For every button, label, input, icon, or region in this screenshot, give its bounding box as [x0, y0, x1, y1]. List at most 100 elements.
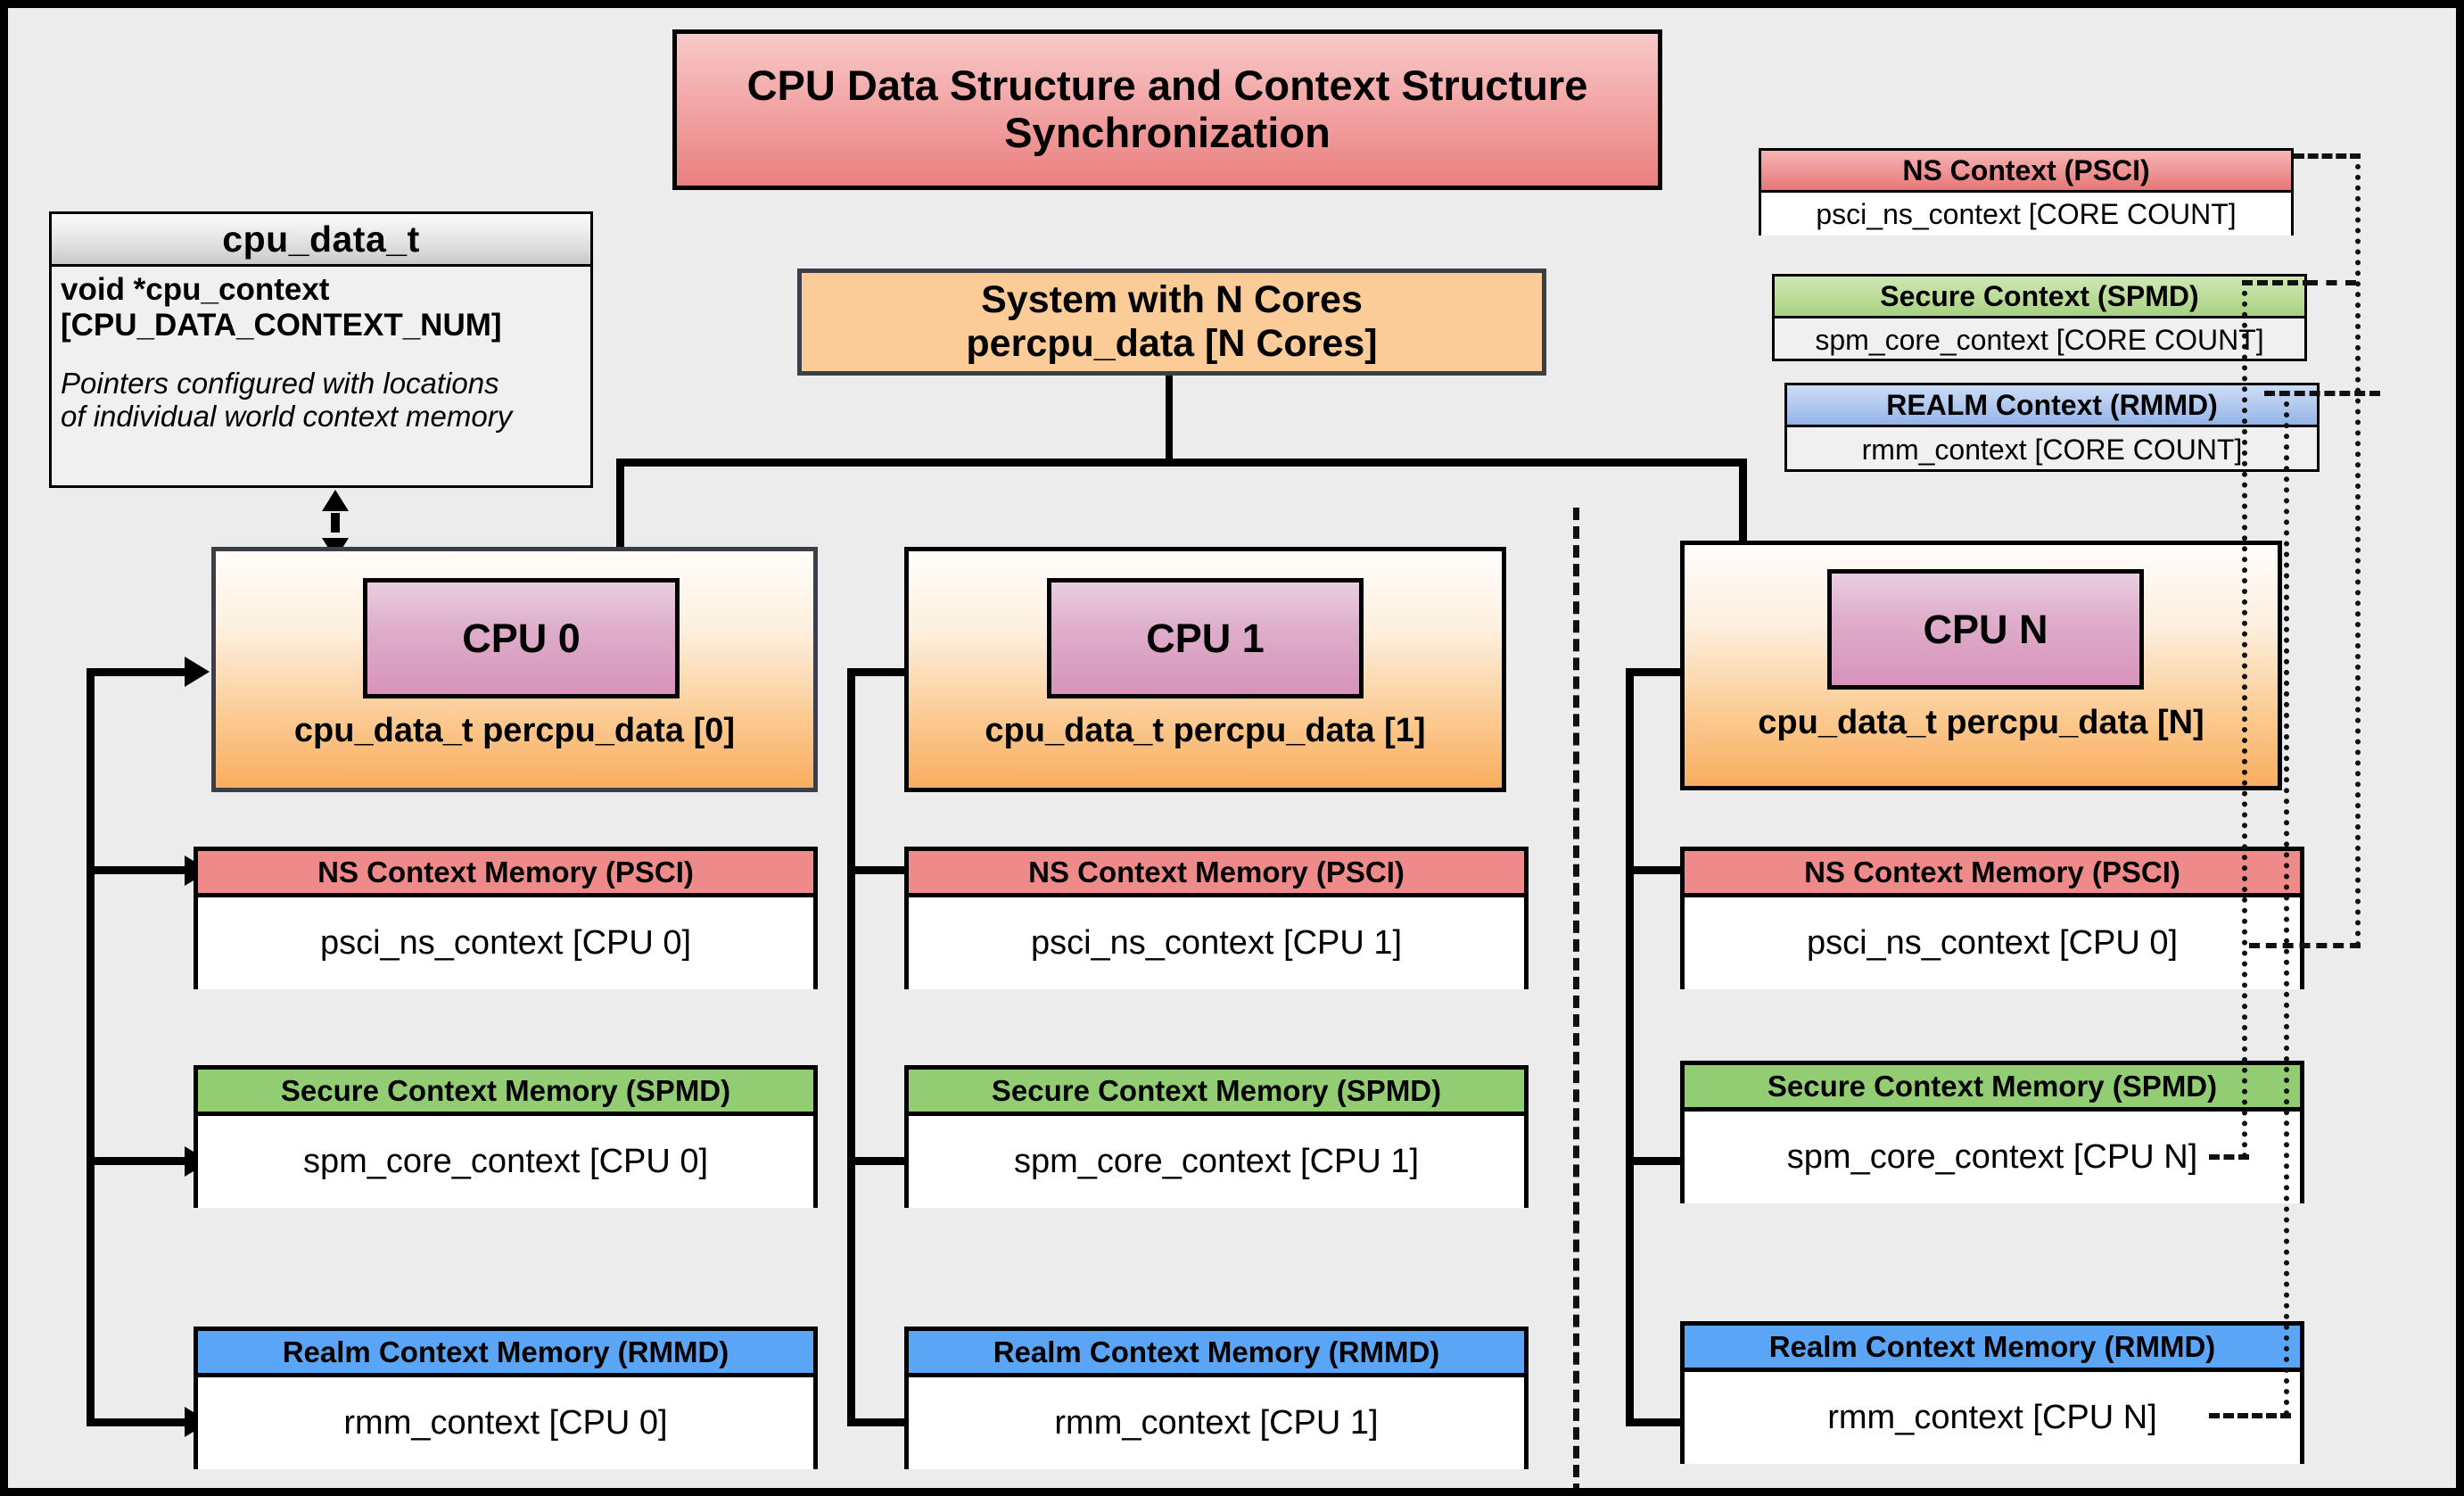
global-context-secure-body: spm_core_context [CORE COUNT] [1775, 318, 2304, 361]
system-box: System with N Cores percpu_data [N Cores… [797, 269, 1546, 376]
cpu-card-1: CPU 1 cpu_data_t percpu_data [1] [904, 547, 1506, 792]
cpun-bus-bottom [1626, 1418, 1697, 1426]
cpu0-context-realm-header: Realm Context Memory (RMMD) [198, 1331, 813, 1377]
cpu1-context-ns-body: psci_ns_context [CPU 1] [909, 897, 1524, 989]
global-context-realm-body: rmm_context [CORE COUNT] [1787, 427, 2317, 472]
global-context-secure: Secure Context (SPMD) spm_core_context [… [1772, 274, 2307, 361]
cpu0-context-ns-body-text: psci_ns_context [CPU 0] [319, 924, 692, 962]
cpun-context-ns-header-text: NS Context Memory (PSCI) [1804, 855, 2180, 889]
cpu1-context-secure-body-text: spm_core_context [CPU 1] [1013, 1143, 1420, 1180]
dashed-link-secure-elbow [2242, 280, 2313, 285]
cpun-context-secure-header-text: Secure Context Memory (SPMD) [1767, 1069, 2218, 1103]
dashed-link-ns-bottom [2249, 943, 2361, 948]
cpu0-context-realm-body: rmm_context [CPU 0] [198, 1377, 813, 1469]
cpu1-context-realm-body: rmm_context [CPU 1] [909, 1377, 1524, 1469]
cpu-data-t-field-index: [CPU_DATA_CONTEXT_NUM] [61, 307, 502, 343]
cpun-context-ns: NS Context Memory (PSCI) psci_ns_context… [1680, 847, 2304, 989]
cpun-context-realm-header: Realm Context Memory (RMMD) [1685, 1326, 2300, 1372]
cpu1-context-ns: NS Context Memory (PSCI) psci_ns_context… [904, 847, 1529, 989]
cpu-data-t-note-line-2: of individual world context memory [61, 400, 513, 434]
cpu1-context-realm-body-text: rmm_context [CPU 1] [1054, 1404, 1379, 1442]
cpu1-arrow-line-secure [847, 1157, 917, 1165]
cpu-data-link-dash [331, 513, 340, 533]
cpu0-context-ns-header-text: NS Context Memory (PSCI) [317, 855, 694, 889]
dashed-link-secure-bottom [2209, 1154, 2249, 1160]
cpu0-context-secure-header: Secure Context Memory (SPMD) [198, 1070, 813, 1116]
cpu1-context-secure-header-text: Secure Context Memory (SPMD) [991, 1073, 1442, 1107]
cpun-bus-top [1626, 668, 1697, 676]
diagram-title: CPU Data Structure and Context Structure… [672, 29, 1662, 190]
cpu1-context-secure-body: spm_core_context [CPU 1] [909, 1116, 1524, 1208]
cpu1-context-realm-header: Realm Context Memory (RMMD) [909, 1331, 1524, 1377]
tree-branch-cpun [1739, 459, 1747, 555]
dashed-link-secure-riser [2242, 280, 2247, 1159]
cpu0-arrow-line-secure [87, 1157, 192, 1165]
global-context-ns-header: NS Context (PSCI) [1761, 151, 2291, 193]
cpu0-context-ns-header: NS Context Memory (PSCI) [198, 851, 813, 897]
cpu0-context-realm-header-text: Realm Context Memory (RMMD) [282, 1335, 729, 1368]
cpu-chip-n: CPU N [1827, 569, 2144, 690]
cpun-bus-vertical [1626, 668, 1634, 1426]
cpu-data-t-field: void *cpu_context [61, 272, 330, 307]
cpu-chip-0: CPU 0 [363, 578, 680, 698]
cpu0-context-realm: Realm Context Memory (RMMD) rmm_context … [194, 1327, 818, 1469]
global-context-secure-body-text: spm_core_context [CORE COUNT] [1815, 323, 2264, 356]
cpu-caption-1: cpu_data_t percpu_data [1] [985, 712, 1426, 749]
diagram-title-text: CPU Data Structure and Context Structure… [746, 62, 1588, 156]
cpu-data-link-arrow-up [322, 490, 349, 511]
cpu1-context-secure: Secure Context Memory (SPMD) spm_core_co… [904, 1065, 1529, 1208]
cpu1-context-realm-header-text: Realm Context Memory (RMMD) [993, 1335, 1440, 1368]
cpun-context-realm-body: rmm_context [CPU N] [1685, 1372, 2300, 1464]
global-context-realm-body-text: rmm_context [CORE COUNT] [1861, 433, 2243, 466]
tree-crossbar [616, 459, 1747, 467]
cpu-caption-0: cpu_data_t percpu_data [0] [293, 712, 736, 749]
global-context-realm-header: REALM Context (RMMD) [1787, 385, 2317, 427]
system-box-line-2: percpu_data [N Cores] [966, 322, 1378, 365]
dashed-link-ns-top [2294, 153, 2361, 159]
system-box-line-1: System with N Cores [981, 277, 1363, 321]
cpun-context-secure-body-text: spm_core_context [CPU N] [1786, 1138, 2198, 1176]
cpun-context-realm: Realm Context Memory (RMMD) rmm_context … [1680, 1321, 2304, 1464]
cpu0-bus-bottom [87, 1418, 194, 1426]
cpu0-context-secure-body-text: spm_core_context [CPU 0] [302, 1143, 709, 1180]
cpu1-bus-top [847, 668, 919, 676]
cpu1-context-ns-header: NS Context Memory (PSCI) [909, 851, 1524, 897]
global-context-ns-header-text: NS Context (PSCI) [1902, 153, 2150, 186]
cpu-caption-n: cpu_data_t percpu_data [N] [1758, 704, 2204, 741]
global-context-ns-body-text: psci_ns_context [CORE COUNT] [1816, 197, 2237, 230]
cpu0-context-ns: NS Context Memory (PSCI) psci_ns_context… [194, 847, 818, 989]
global-context-secure-header-text: Secure Context (SPMD) [1880, 279, 2199, 312]
cpu1-bus-vertical [847, 668, 855, 1426]
cpu-chip-1-label: CPU 1 [1146, 615, 1265, 661]
cpun-context-ns-header: NS Context Memory (PSCI) [1685, 851, 2300, 897]
cpun-context-secure-header: Secure Context Memory (SPMD) [1685, 1065, 2300, 1112]
cpun-context-secure: Secure Context Memory (SPMD) spm_core_co… [1680, 1061, 2304, 1203]
cpun-arrow-line-secure [1626, 1157, 1695, 1165]
cpu0-bus-vertical [87, 668, 95, 1426]
cpu-card-0: CPU 0 cpu_data_t percpu_data [0] [211, 547, 818, 792]
cpu1-context-secure-header: Secure Context Memory (SPMD) [909, 1070, 1524, 1116]
cpu-data-t-body: void *cpu_context [CPU_DATA_CONTEXT_NUM]… [52, 267, 590, 434]
dashed-link-ns-vertical [2355, 153, 2361, 947]
column-divider-dashed [1573, 508, 1579, 1488]
cpun-context-ns-body: psci_ns_context [CPU 0] [1685, 897, 2300, 989]
dashed-link-realm-bottom [2209, 1413, 2291, 1418]
cpu-chip-1: CPU 1 [1047, 578, 1364, 698]
cpu0-context-ns-body: psci_ns_context [CPU 0] [198, 897, 813, 989]
cpu-chip-0-label: CPU 0 [462, 615, 581, 661]
global-context-ns: NS Context (PSCI) psci_ns_context [CORE … [1759, 148, 2294, 236]
dashed-link-realm-vertical [2284, 391, 2289, 1417]
cpun-context-ns-body-text: psci_ns_context [CPU 0] [1806, 924, 2179, 962]
cpu1-context-ns-body-text: psci_ns_context [CPU 1] [1030, 924, 1403, 962]
cpu0-context-realm-body-text: rmm_context [CPU 0] [343, 1404, 668, 1442]
global-context-realm-header-text: REALM Context (RMMD) [1886, 388, 2218, 421]
cpun-context-realm-body-text: rmm_context [CPU N] [1827, 1399, 2157, 1436]
cpu1-context-realm: Realm Context Memory (RMMD) rmm_context … [904, 1327, 1529, 1469]
cpu-data-t-header-text: cpu_data_t [222, 218, 420, 260]
cpun-context-secure-body: spm_core_context [CPU N] [1685, 1112, 2300, 1203]
cpu-card-n: CPU N cpu_data_t percpu_data [N] [1680, 541, 2282, 790]
cpu0-context-secure-body: spm_core_context [CPU 0] [198, 1116, 813, 1208]
cpu1-context-ns-header-text: NS Context Memory (PSCI) [1028, 855, 1405, 889]
cpu-chip-n-label: CPU N [1923, 606, 2048, 652]
